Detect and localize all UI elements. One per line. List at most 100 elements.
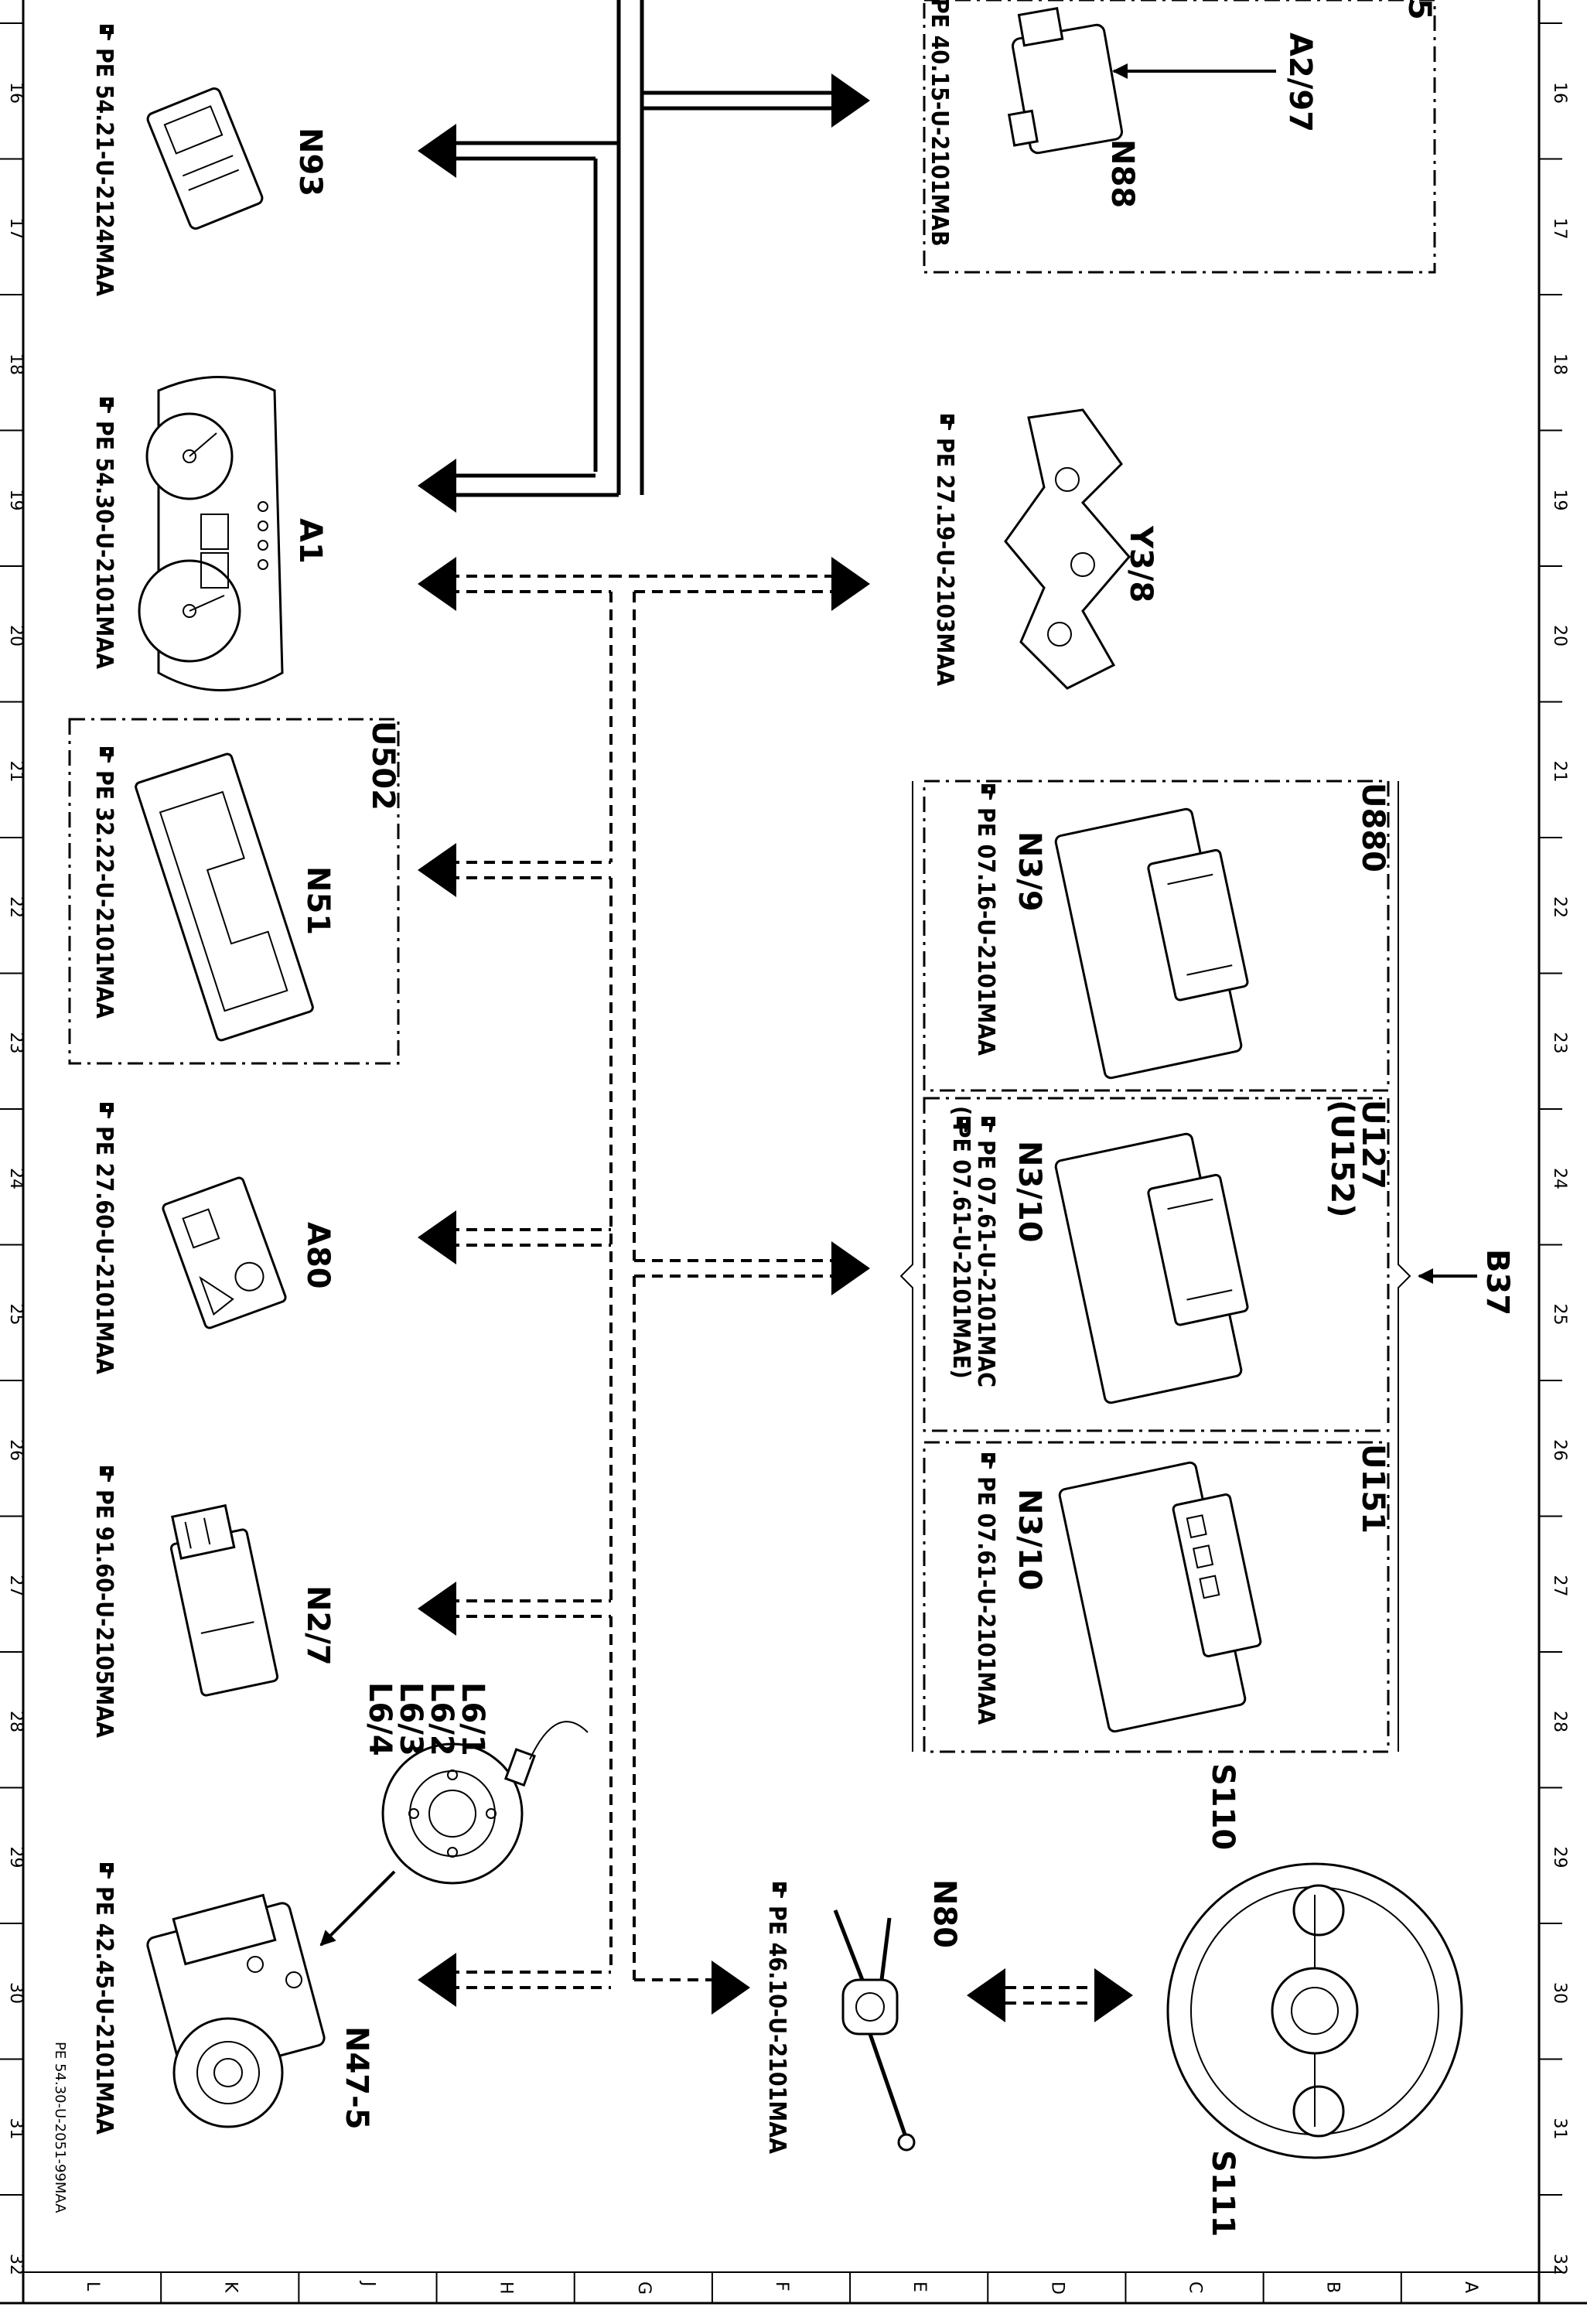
label-n93: N93 (292, 128, 328, 196)
row-number-label: 26 (1550, 1439, 1569, 1461)
pointing-hand-icon (981, 784, 995, 800)
label-l6-3: L6/3 (393, 1682, 428, 1756)
pointing-hand-icon (100, 398, 114, 413)
a1-instrument-cluster-drawing (138, 376, 284, 691)
row-number-label: 30 (6, 1982, 26, 2004)
label-n3-9: N3/9 (1012, 831, 1047, 912)
dashed-arrow-heads (418, 557, 1133, 2022)
column-letter-label: G (634, 2281, 654, 2295)
pointing-hand-icon (100, 25, 114, 40)
row-number-label: 17 (6, 218, 26, 240)
label-n51: N51 (300, 866, 336, 935)
row-number-label: 23 (1550, 1032, 1569, 1054)
label-a1: A1 (292, 518, 328, 564)
steering-wheel-drawing (1166, 1862, 1463, 2159)
row-number-label: 18 (6, 353, 26, 375)
dashed-bus-lines (449, 575, 1098, 2005)
ref-n47-5: PE 42.45-U-2101MAA (90, 1886, 118, 2135)
row-number-label: 16 (6, 82, 26, 104)
group-labels: U502 U880 U127 (U152) U151 (365, 721, 1391, 1534)
row-number-label: 20 (1550, 625, 1569, 647)
ecu-bracket (899, 781, 913, 1752)
row-number-label: 25 (1550, 1304, 1569, 1326)
label-n80: N80 (927, 1879, 962, 1948)
group-box-n88 (923, 0, 1436, 274)
row-number-label: 25 (6, 1304, 26, 1326)
label-corner-5: 5 (1401, 0, 1437, 20)
pointing-hand-icon (100, 1103, 114, 1118)
y3-8-valve-body-drawing (1004, 408, 1131, 690)
solid-arrow-heads (418, 73, 870, 513)
group-box-u127 (923, 1097, 1390, 1432)
column-letter-label: H (497, 2281, 516, 2295)
component-labels: N93 A1 N51 A80 N2/7 N47-5 L6/1 L6/2 L6/3… (292, 0, 1515, 2237)
group-box-u151 (923, 1441, 1390, 1753)
row-number-label: 27 (6, 1575, 26, 1597)
row-number-label: 30 (1550, 1982, 1569, 2004)
n88-module-drawing (1007, 6, 1124, 155)
n93-module-drawing (146, 87, 264, 230)
group-box-u502 (68, 718, 400, 1065)
row-number-label: 21 (6, 761, 26, 783)
ref-y3-8: PE 27.19-U-2103MAA (931, 438, 958, 686)
ref-n3-9: PE 07.16-U-2101MAA (972, 807, 999, 1056)
row-number-label: 29 (1550, 1847, 1569, 1868)
label-b37: B37 (1479, 1249, 1515, 1316)
column-letter-label: F (772, 2281, 791, 2292)
label-n3-10-u151: N3/10 (1012, 1489, 1047, 1591)
row-number-label: 28 (1550, 1711, 1569, 1732)
label-a80: A80 (300, 1222, 336, 1289)
ecu-bracket-right (1398, 781, 1411, 1752)
n27-module-drawing (169, 1503, 279, 1697)
row-number-label: 32 (6, 2254, 26, 2275)
label-n3-10-u127: N3/10 (1012, 1141, 1047, 1243)
row-number-label: 26 (6, 1439, 26, 1461)
column-letter-label: A (1461, 2281, 1480, 2293)
n51-module-drawing (135, 752, 314, 1042)
l6-speed-sensor-drawing (381, 1721, 589, 1885)
ref-n51: PE 32.22-U-2101MAA (90, 770, 118, 1019)
label-n2-7: N2/7 (300, 1585, 336, 1666)
row-number-label: 20 (6, 625, 26, 647)
pointing-hand-icon (773, 1882, 787, 1898)
reference-labels: PE 54.21-U-2124MAA PE 54.30-U-2101MAA PE… (90, 0, 999, 2154)
label-s110: S110 (1205, 1763, 1241, 1850)
row-number-label: 29 (6, 1847, 26, 1868)
ref-a80: PE 27.60-U-2101MAA (90, 1126, 118, 1374)
label-u151: U151 (1355, 1444, 1391, 1534)
n3-9-ecu-drawing (1054, 807, 1249, 1080)
ref-a1: PE 54.30-U-2101MAA (90, 421, 118, 669)
row-number-label: 24 (1550, 1168, 1569, 1189)
pointing-hand-icon (940, 415, 954, 430)
ref-n80: PE 46.10-U-2101MAA (763, 1906, 790, 2154)
label-l6-2: L6/2 (424, 1682, 459, 1756)
n47-5-abs-unit-drawing (146, 1893, 326, 2128)
row-number-label: 31 (6, 2118, 26, 2140)
ref-n88: PE 40.15-U-2101MAB (926, 0, 953, 247)
row-number-label: 27 (1550, 1575, 1569, 1597)
pointer-arrow-l6 (319, 1870, 396, 1947)
row-number-label: 16 (1550, 82, 1569, 104)
pointing-hand-icon (981, 1117, 995, 1132)
row-number-label: 28 (6, 1711, 26, 1732)
pointing-hand-icon (100, 1863, 114, 1879)
pointing-hand-icon (981, 1453, 995, 1469)
ref-n2-7: PE 91.60-U-2105MAA (90, 1490, 118, 1738)
n3-10-ecu-drawing-u127 (1054, 1132, 1249, 1404)
row-number-label: 22 (1550, 896, 1569, 918)
row-number-label: 18 (1550, 353, 1569, 375)
label-l6-4: L6/4 (362, 1682, 398, 1756)
label-a2-97: A2/97 (1282, 32, 1318, 132)
label-u880: U880 (1355, 783, 1391, 872)
column-letter-label: J (358, 2280, 377, 2287)
column-letter-label: B (1323, 2281, 1343, 2293)
row-number-label: 24 (6, 1168, 26, 1189)
row-number-label: 17 (1550, 218, 1569, 240)
group-box-u880 (923, 780, 1390, 1092)
label-n88: N88 (1104, 139, 1140, 208)
column-letter-label: C (1186, 2281, 1205, 2293)
label-u127: U127 (1355, 1100, 1391, 1189)
ref-n3-10-u127: PE 07.61-U-2101MAC (972, 1140, 999, 1387)
